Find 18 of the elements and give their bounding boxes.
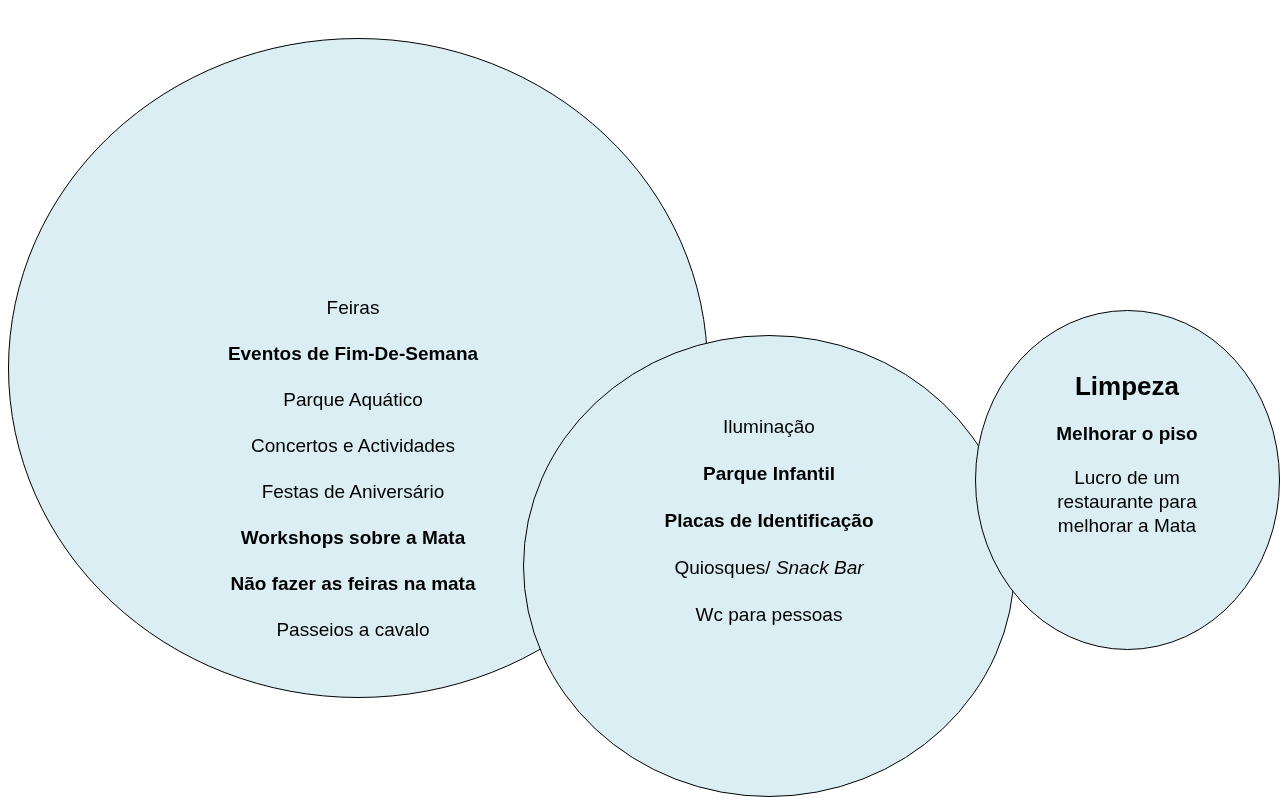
list-item: Workshops sobre a Mata xyxy=(240,526,466,550)
list-item: Placas de Identificação xyxy=(664,509,874,533)
circle xyxy=(523,335,1015,797)
list-item: Melhorar o piso xyxy=(1056,422,1198,446)
circle xyxy=(975,310,1280,650)
list-item: Lucro de um restaurante para melhorar a Mata xyxy=(1056,466,1198,538)
list-item: Concertos e Actividades xyxy=(251,434,455,458)
list-item: Iluminação xyxy=(723,415,815,439)
list-item: Eventos de Fim-De-Semana xyxy=(227,342,479,366)
list-item: Festas de Aniversário xyxy=(261,480,445,504)
list-item: Parque Aquático xyxy=(283,388,423,412)
list-item: Feiras xyxy=(326,296,380,320)
list-item: Quiosques/ Snack Bar xyxy=(674,556,864,580)
list-item: Passeios a cavalo xyxy=(276,618,430,642)
list-item: Não fazer as feiras na mata xyxy=(230,572,476,596)
heading: Limpeza xyxy=(1075,370,1179,402)
list-item: Wc para pessoas xyxy=(695,603,843,627)
list-item: Parque Infantil xyxy=(703,462,835,486)
